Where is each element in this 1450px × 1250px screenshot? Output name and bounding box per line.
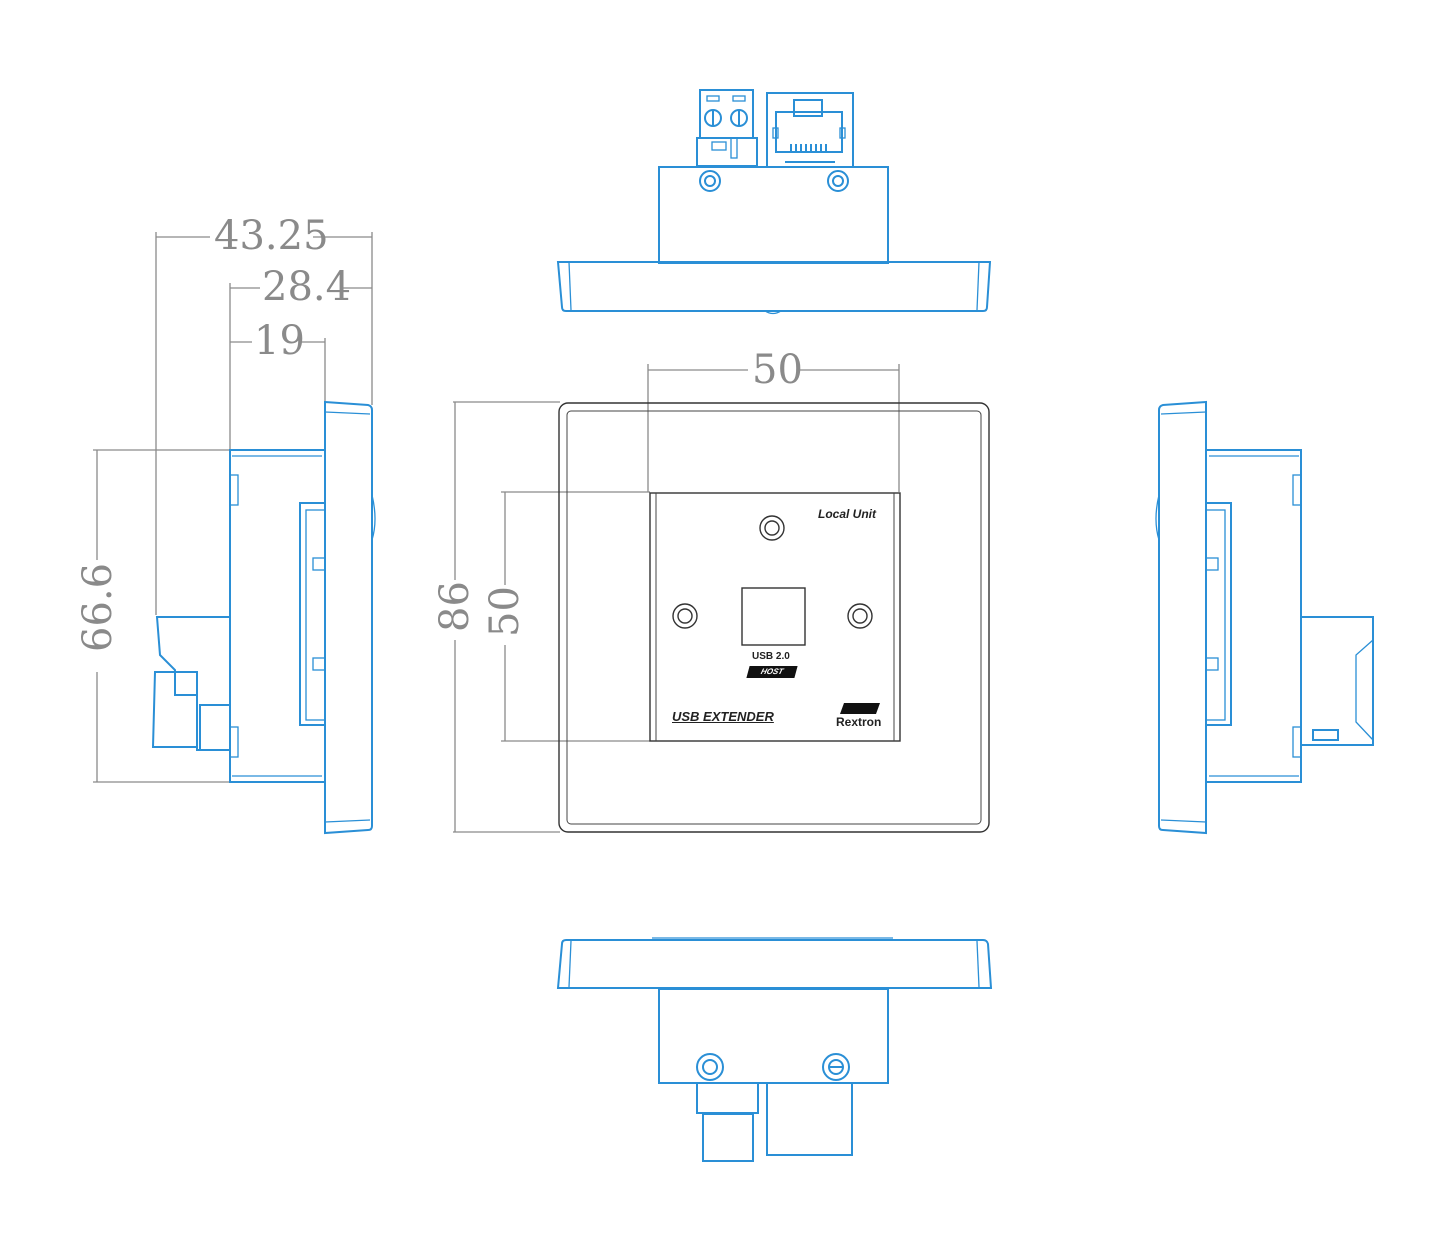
bottom-body: [658, 988, 889, 1084]
dim-depth-total: 43.25: [214, 213, 329, 259]
dim-plate-height: 86: [432, 581, 478, 632]
bottom-plate: [556, 939, 993, 989]
depth-dimensions: [93, 232, 373, 783]
usb-port: [741, 587, 806, 646]
dim-depth-body: 28.4: [262, 264, 351, 310]
dim-height-body: 66.6: [75, 563, 121, 652]
top-plate: [556, 261, 992, 312]
product-label: USB EXTENDER: [672, 709, 774, 724]
dim-module-height: 50: [482, 586, 528, 637]
rextron-logo-icon: [839, 703, 881, 714]
dim-depth-module: 19: [254, 318, 305, 364]
local-unit-label: Local Unit: [818, 507, 877, 521]
rj45-port: [766, 92, 854, 168]
brand-label: Rextron: [836, 715, 882, 729]
left-side-view: [151, 400, 376, 835]
terminal-block-connector: [696, 89, 758, 167]
dim-module-width: 50: [752, 347, 803, 393]
host-badge: HOST: [746, 666, 798, 678]
top-view: [556, 89, 992, 315]
front-plate: [558, 402, 990, 833]
front-view: [453, 364, 990, 833]
top-body: [658, 166, 889, 264]
bottom-view: [556, 937, 993, 1162]
usb-version-label: USB 2.0: [752, 651, 790, 662]
right-side-view: [1155, 400, 1374, 835]
front-module: [649, 492, 901, 742]
